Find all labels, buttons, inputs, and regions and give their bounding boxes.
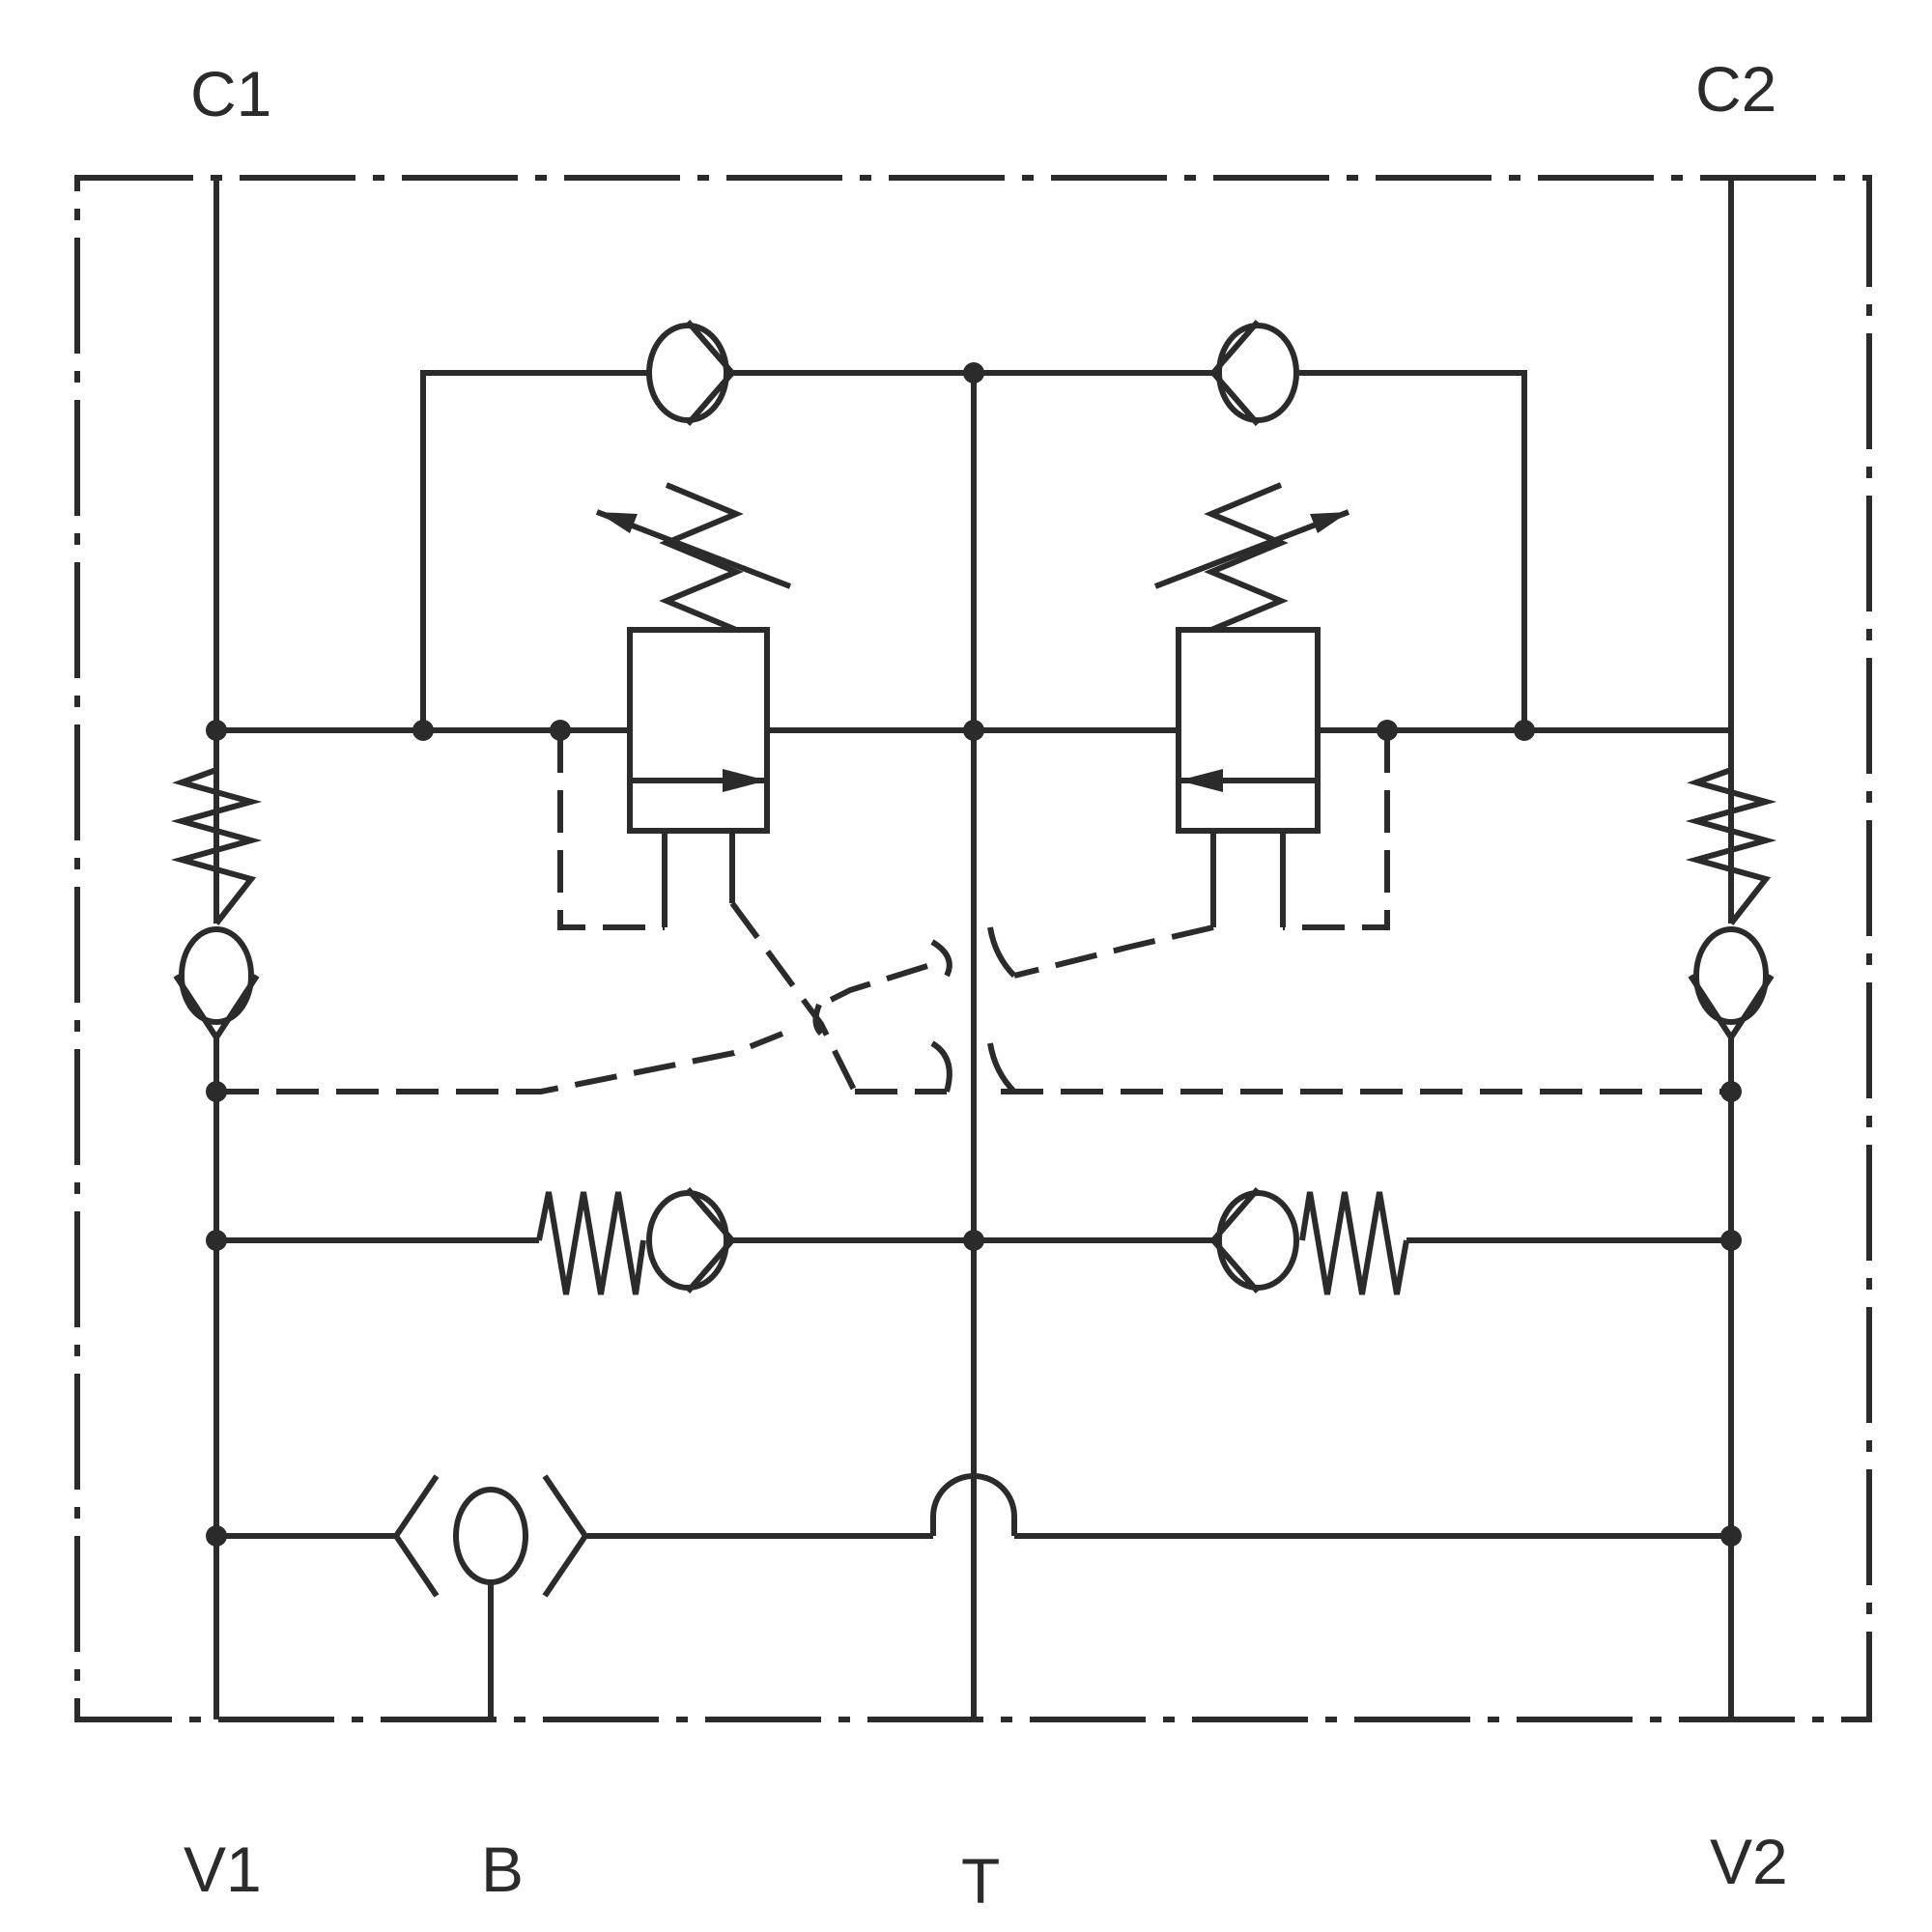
port-label-c2: C2 <box>1695 53 1776 125</box>
main-lines <box>213 178 1734 1719</box>
shuttle-valve <box>392 1474 589 1719</box>
check-valve-top-left <box>646 320 736 426</box>
port-label-v2: V2 <box>1710 1826 1788 1897</box>
shuttle-line <box>216 1473 1731 1539</box>
junction-dots <box>206 362 1742 1547</box>
relief-valve-left <box>627 627 770 927</box>
spring-check-valve-left <box>536 1187 736 1295</box>
port-label-b: B <box>481 1833 524 1905</box>
pilot-check-valve-left <box>170 767 263 1043</box>
pilot-check-valve-right <box>1685 767 1777 1043</box>
pilot-lines <box>216 730 1731 1094</box>
port-label-t: T <box>961 1845 1000 1917</box>
adjustable-spring-right <box>1153 482 1350 633</box>
port-label-c1: C1 <box>190 58 271 129</box>
spring-check-valve-right <box>1209 1187 1409 1295</box>
adjustable-spring-left <box>595 482 792 633</box>
check-valve-top-right <box>1209 320 1299 426</box>
port-label-v1: V1 <box>184 1833 262 1905</box>
relief-valve-right <box>1176 627 1321 927</box>
